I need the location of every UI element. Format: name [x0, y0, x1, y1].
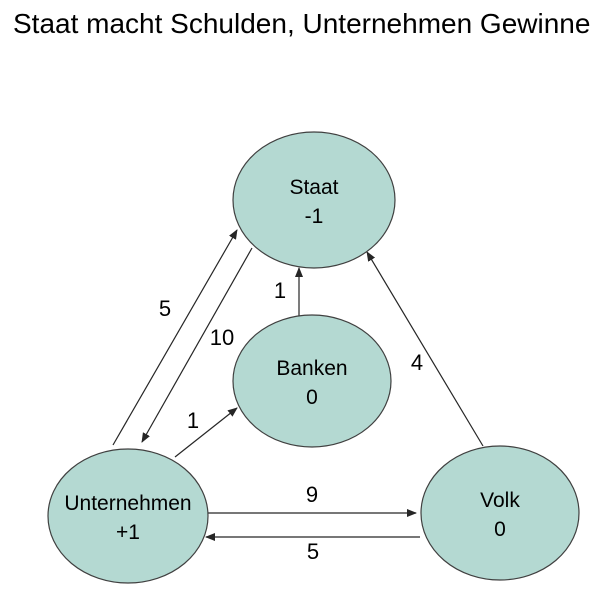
edge-label-unternehmen-to-banken: 1: [187, 408, 199, 433]
node-ellipse-banken: [232, 314, 392, 448]
node-unternehmen: Unternehmen +1: [47, 448, 209, 584]
edge-volk-to-staat: [366, 251, 484, 447]
node-banken: Banken 0: [232, 314, 392, 448]
node-name-unternehmen: Unternehmen: [64, 492, 191, 515]
edge-staat-to-unternehmen: [141, 247, 253, 443]
node-value-volk: 0: [494, 518, 506, 541]
edge-unternehmen-to-staat: [112, 229, 238, 446]
edge-label-banken-to-staat: 1: [274, 278, 286, 303]
edge-label-volk-to-unternehmen: 5: [307, 539, 319, 564]
node-ellipse-staat: [232, 131, 396, 269]
node-value-banken: 0: [306, 386, 318, 409]
edge-label-staat-to-unternehmen: 10: [210, 325, 234, 350]
node-volk: Volk 0: [420, 445, 580, 581]
edge-label-unternehmen-to-volk: 9: [306, 482, 318, 507]
node-name-banken: Banken: [276, 357, 347, 380]
node-value-unternehmen: +1: [116, 521, 140, 544]
node-ellipse-unternehmen: [47, 448, 209, 584]
node-ellipse-volk: [420, 445, 580, 581]
edge-label-volk-to-staat: 4: [411, 350, 423, 375]
node-name-volk: Volk: [480, 489, 520, 512]
node-name-staat: Staat: [289, 176, 338, 199]
edge-unternehmen-to-banken: [174, 407, 238, 458]
node-staat: Staat -1: [232, 131, 396, 269]
edge-label-unternehmen-to-staat: 5: [159, 296, 171, 321]
node-value-staat: -1: [305, 205, 324, 228]
diagram-title: Staat macht Schulden, Unternehmen Gewinn…: [13, 8, 591, 39]
